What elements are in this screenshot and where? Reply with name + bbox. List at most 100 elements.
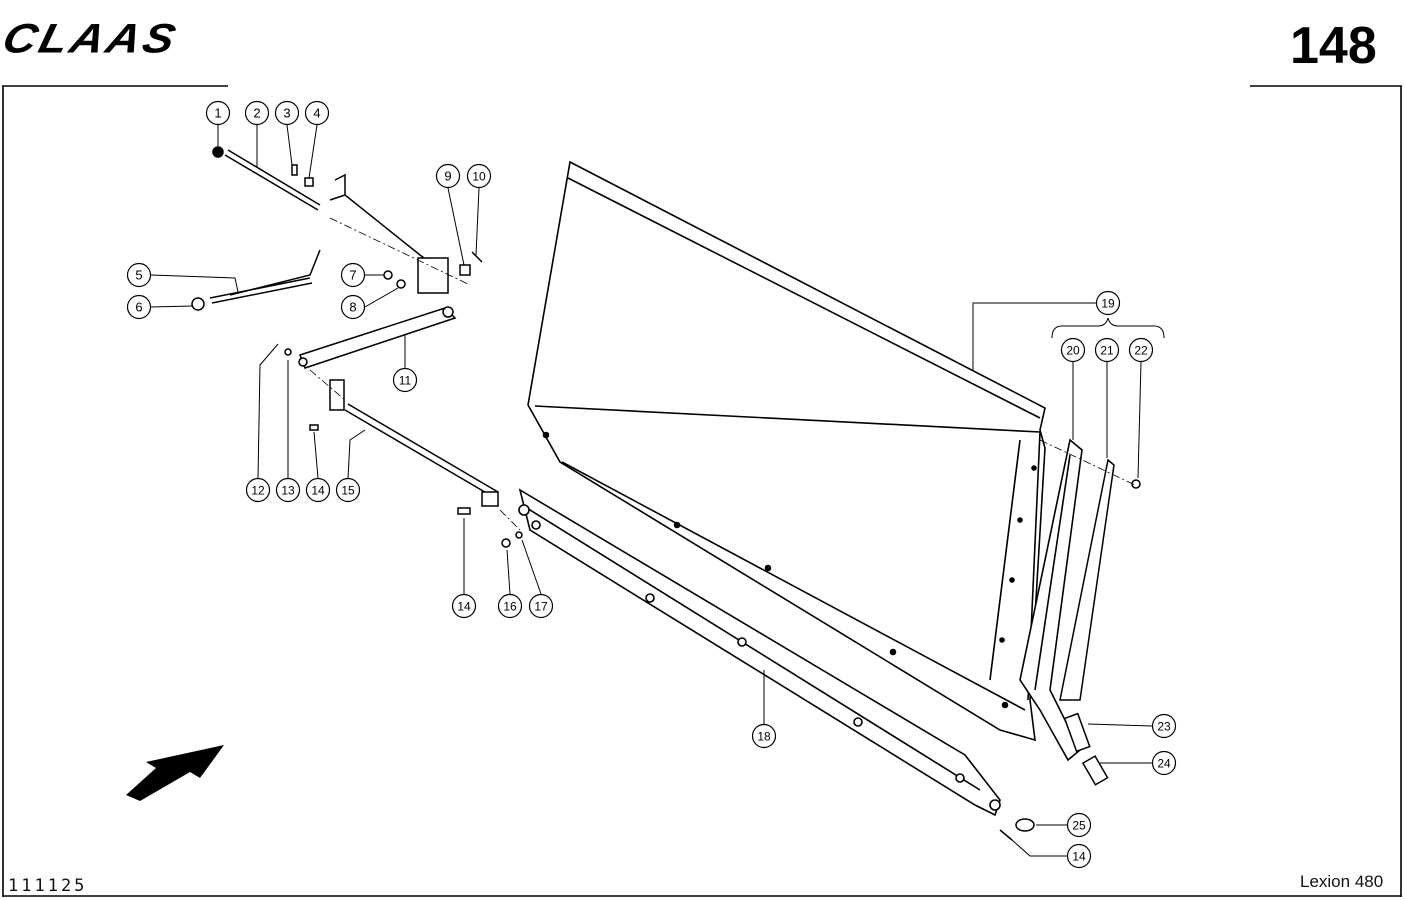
callout-14: 14: [1011, 839, 1092, 869]
callout-circle: [1094, 337, 1120, 363]
leader-line: [364, 287, 399, 308]
leader-line: [972, 302, 1096, 370]
callout-label: 23: [1157, 720, 1171, 734]
callout-label: 14: [311, 484, 325, 498]
callout-22: 22: [1128, 337, 1154, 479]
callout-label: 4: [313, 106, 320, 121]
callout-label: 11: [399, 374, 412, 388]
leader-line: [1137, 361, 1142, 479]
callout-label: 5: [135, 268, 142, 283]
leader-line: [150, 274, 239, 293]
callout-3: 3: [274, 100, 300, 166]
callout-circle: [528, 593, 554, 619]
leader-line: [521, 539, 542, 595]
callout-7: 7: [340, 262, 384, 288]
callout-label: 9: [444, 169, 451, 184]
callout-label: 17: [534, 600, 548, 614]
model-name: Lexion 480: [1300, 872, 1384, 891]
callout-circle: [435, 163, 461, 189]
callout-circle: [392, 367, 418, 393]
leader-line: [506, 549, 511, 595]
callout-21: 21: [1094, 337, 1120, 458]
callout-circle: [1066, 843, 1092, 869]
callout-label: 14: [1072, 850, 1086, 864]
callout-label: 18: [757, 730, 771, 744]
callout-circle: [305, 477, 331, 503]
callout-circle: [126, 262, 152, 288]
leader-line: [308, 124, 318, 179]
callout-label: 8: [349, 300, 356, 315]
callout-24: 24: [1100, 750, 1177, 776]
callout-circle: [751, 723, 777, 749]
callout-circle: [1066, 812, 1092, 838]
callout-15: 15: [335, 429, 366, 503]
leader-line: [475, 187, 480, 256]
linkage-assembly: [191, 146, 523, 548]
callout-label: 16: [503, 600, 517, 614]
callout-6: 6: [126, 294, 193, 320]
page-frame: [2, 85, 1402, 897]
callout-label: 24: [1157, 757, 1171, 771]
center-lines: [309, 217, 1136, 531]
callout-16: 16: [497, 549, 523, 619]
main-panel: [527, 160, 1046, 742]
callout-19: 19: [972, 290, 1121, 370]
callout-label: 6: [135, 300, 142, 315]
callout-circle: [1151, 713, 1177, 739]
callout-2: 2: [244, 100, 270, 168]
callout-circle: [275, 477, 301, 503]
side-strip-20: [1019, 438, 1083, 762]
callout-14: 14: [305, 431, 331, 503]
callout-label: 2: [253, 106, 260, 121]
callout-label: 22: [1134, 344, 1148, 358]
leader-line: [150, 305, 193, 308]
callout-25: 25: [1036, 812, 1092, 838]
callout-circle: [1060, 337, 1086, 363]
callout-label: 7: [349, 268, 356, 283]
callout-circle: [304, 100, 330, 126]
callout-4: 4: [304, 100, 330, 179]
bottom-rail: [518, 488, 1001, 817]
callout-label: 19: [1101, 297, 1115, 311]
small-parts: [999, 479, 1141, 841]
leader-line: [1011, 839, 1067, 857]
group-bracket-19: [1051, 317, 1165, 339]
callout-label: 13: [281, 484, 295, 498]
callout-circle: [245, 477, 271, 503]
side-strip-21: [1059, 458, 1115, 701]
callout-label: 12: [251, 484, 265, 498]
callout-18: 18: [751, 670, 777, 749]
callout-circle: [274, 100, 300, 126]
callout-circle: [1151, 750, 1177, 776]
callout-label: 14: [457, 600, 471, 614]
callout-circle: [126, 294, 152, 320]
callout-23: 23: [1087, 713, 1177, 739]
callout-12: 12: [245, 343, 279, 503]
leader-line: [257, 343, 279, 479]
callout-20: 20: [1060, 337, 1086, 440]
callout-circle: [205, 100, 231, 126]
callout-label: 15: [341, 484, 355, 498]
drawing-number: 111125: [8, 876, 88, 896]
leader-line: [286, 124, 293, 166]
callout-circle: [340, 262, 366, 288]
leader-line: [1087, 723, 1153, 727]
leader-line: [347, 429, 366, 479]
callout-1: 1: [205, 100, 231, 146]
callout-label: 25: [1072, 819, 1086, 833]
callout-circle: [1095, 290, 1121, 316]
callout-11: 11: [392, 335, 418, 393]
callout-10: 10: [466, 163, 492, 256]
callout-label: 3: [283, 106, 290, 121]
callout-label: 21: [1100, 344, 1114, 358]
leader-line: [313, 431, 319, 479]
callout-circle: [335, 477, 361, 503]
callout-circle: [1128, 337, 1154, 363]
callout-circle: [244, 100, 270, 126]
callout-label: 10: [472, 170, 486, 184]
callout-label: 20: [1066, 344, 1080, 358]
callout-label: 1: [214, 106, 221, 121]
